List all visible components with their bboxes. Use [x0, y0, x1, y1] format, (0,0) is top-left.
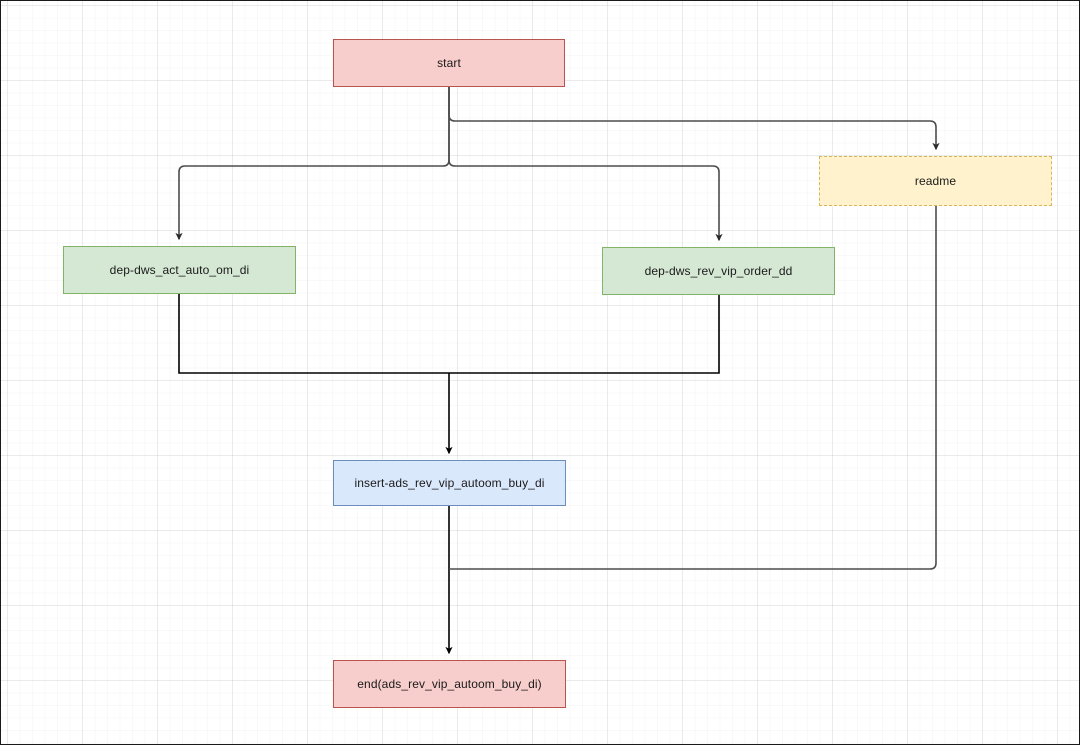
node-insert-label: insert-ads_rev_vip_autoom_buy_di [354, 475, 545, 490]
edge-dep-act-to-merge [178, 294, 449, 374]
node-start[interactable]: start [333, 39, 565, 87]
node-end[interactable]: end(ads_rev_vip_autoom_buy_di) [333, 660, 566, 708]
node-dep-rev-label: dep-dws_rev_vip_order_dd [644, 263, 793, 278]
edge-dep-rev-to-merge [449, 295, 720, 374]
node-readme[interactable]: readme [819, 156, 1052, 206]
edge-start-to-dep-rev [448, 87, 723, 242]
node-dep-act-label: dep-dws_act_auto_om_di [109, 262, 250, 277]
node-readme-label: readme [914, 173, 957, 188]
node-start-label: start [437, 55, 461, 70]
edge-start-to-readme [448, 87, 940, 151]
node-dep-dws-act-auto-om-di[interactable]: dep-dws_act_auto_om_di [63, 246, 296, 294]
node-dep-dws-rev-vip-order-dd[interactable]: dep-dws_rev_vip_order_dd [602, 247, 835, 295]
node-end-label: end(ads_rev_vip_autoom_buy_di) [357, 676, 542, 691]
node-insert-ads-rev-vip-autoom-buy-di[interactable]: insert-ads_rev_vip_autoom_buy_di [333, 460, 566, 506]
edge-start-to-dep-act [175, 87, 450, 241]
